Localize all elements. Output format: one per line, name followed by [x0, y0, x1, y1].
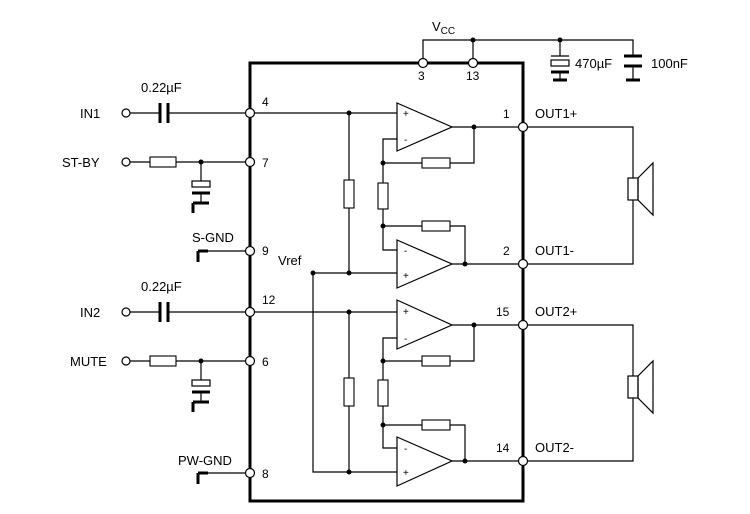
opamp-2-top	[396, 299, 454, 350]
opamp-signs: + - - + + - - +	[403, 109, 409, 479]
pin-2-terminal	[517, 258, 529, 270]
pin-1-label: 1	[503, 107, 510, 121]
pin-12-label: 12	[262, 293, 276, 307]
input-in2	[121, 302, 256, 322]
pin-15-terminal	[517, 319, 529, 331]
cap-100-label: 100nF	[651, 56, 688, 71]
svg-text:+: +	[403, 109, 409, 120]
cap-in2-label: 0.22µF	[141, 279, 182, 294]
ic-body	[248, 61, 525, 503]
speaker-1	[527, 126, 654, 265]
in1-label: IN1	[80, 106, 100, 121]
opamp-1-top	[396, 102, 454, 152]
pin-3-terminal	[417, 57, 429, 69]
vcc-supply	[422, 37, 642, 82]
pin-13-terminal	[467, 57, 479, 69]
pin-3-label: 3	[418, 69, 425, 83]
pin-7-label: 7	[262, 156, 269, 170]
pin-14-terminal	[517, 455, 529, 467]
in2-label: IN2	[80, 305, 100, 320]
out2p-label: OUT2+	[535, 304, 577, 319]
pin-2-label: 2	[503, 244, 510, 258]
pin-9-label: 9	[262, 244, 269, 258]
pin-1-terminal	[517, 121, 529, 133]
out1p-label: OUT1+	[535, 106, 577, 121]
pin-8-label: 8	[262, 467, 269, 481]
out1m-label: OUT1-	[535, 243, 574, 258]
svg-text:-: -	[404, 135, 407, 146]
vref-network	[310, 270, 397, 473]
channel-2-network	[254, 299, 519, 487]
svg-text:+: +	[403, 271, 409, 282]
vref-label: Vref	[278, 253, 302, 268]
speaker-2	[527, 324, 654, 462]
mute-label: MUTE	[70, 354, 107, 369]
signal-ground	[196, 245, 256, 262]
pin-6-label: 6	[262, 355, 269, 369]
pin-13-label: 13	[466, 69, 480, 83]
pwgnd-label: PW-GND	[178, 453, 232, 468]
mute-input	[121, 355, 256, 412]
out2m-label: OUT2-	[535, 440, 574, 455]
svg-text:+: +	[403, 468, 409, 479]
cap-in1-label: 0.22µF	[141, 80, 182, 95]
opamp-2-bottom	[396, 436, 454, 487]
vcc-label: VCC	[432, 19, 455, 37]
stby-label: ST-BY	[62, 155, 100, 170]
cap-470-label: 470µF	[575, 56, 612, 71]
svg-text:+: +	[403, 307, 409, 318]
input-in1	[121, 103, 256, 123]
svg-text:-: -	[404, 246, 407, 257]
opamp-1-bottom	[396, 239, 454, 289]
standby-input	[121, 156, 256, 213]
svg-text:-: -	[404, 334, 407, 345]
sgnd-label: S-GND	[192, 230, 234, 245]
pin-4-label: 4	[262, 95, 269, 109]
pin-15-label: 15	[496, 305, 510, 319]
power-ground	[196, 467, 256, 484]
pin-14-label: 14	[496, 441, 510, 455]
svg-text:-: -	[404, 444, 407, 455]
channel-1-network	[254, 102, 519, 289]
